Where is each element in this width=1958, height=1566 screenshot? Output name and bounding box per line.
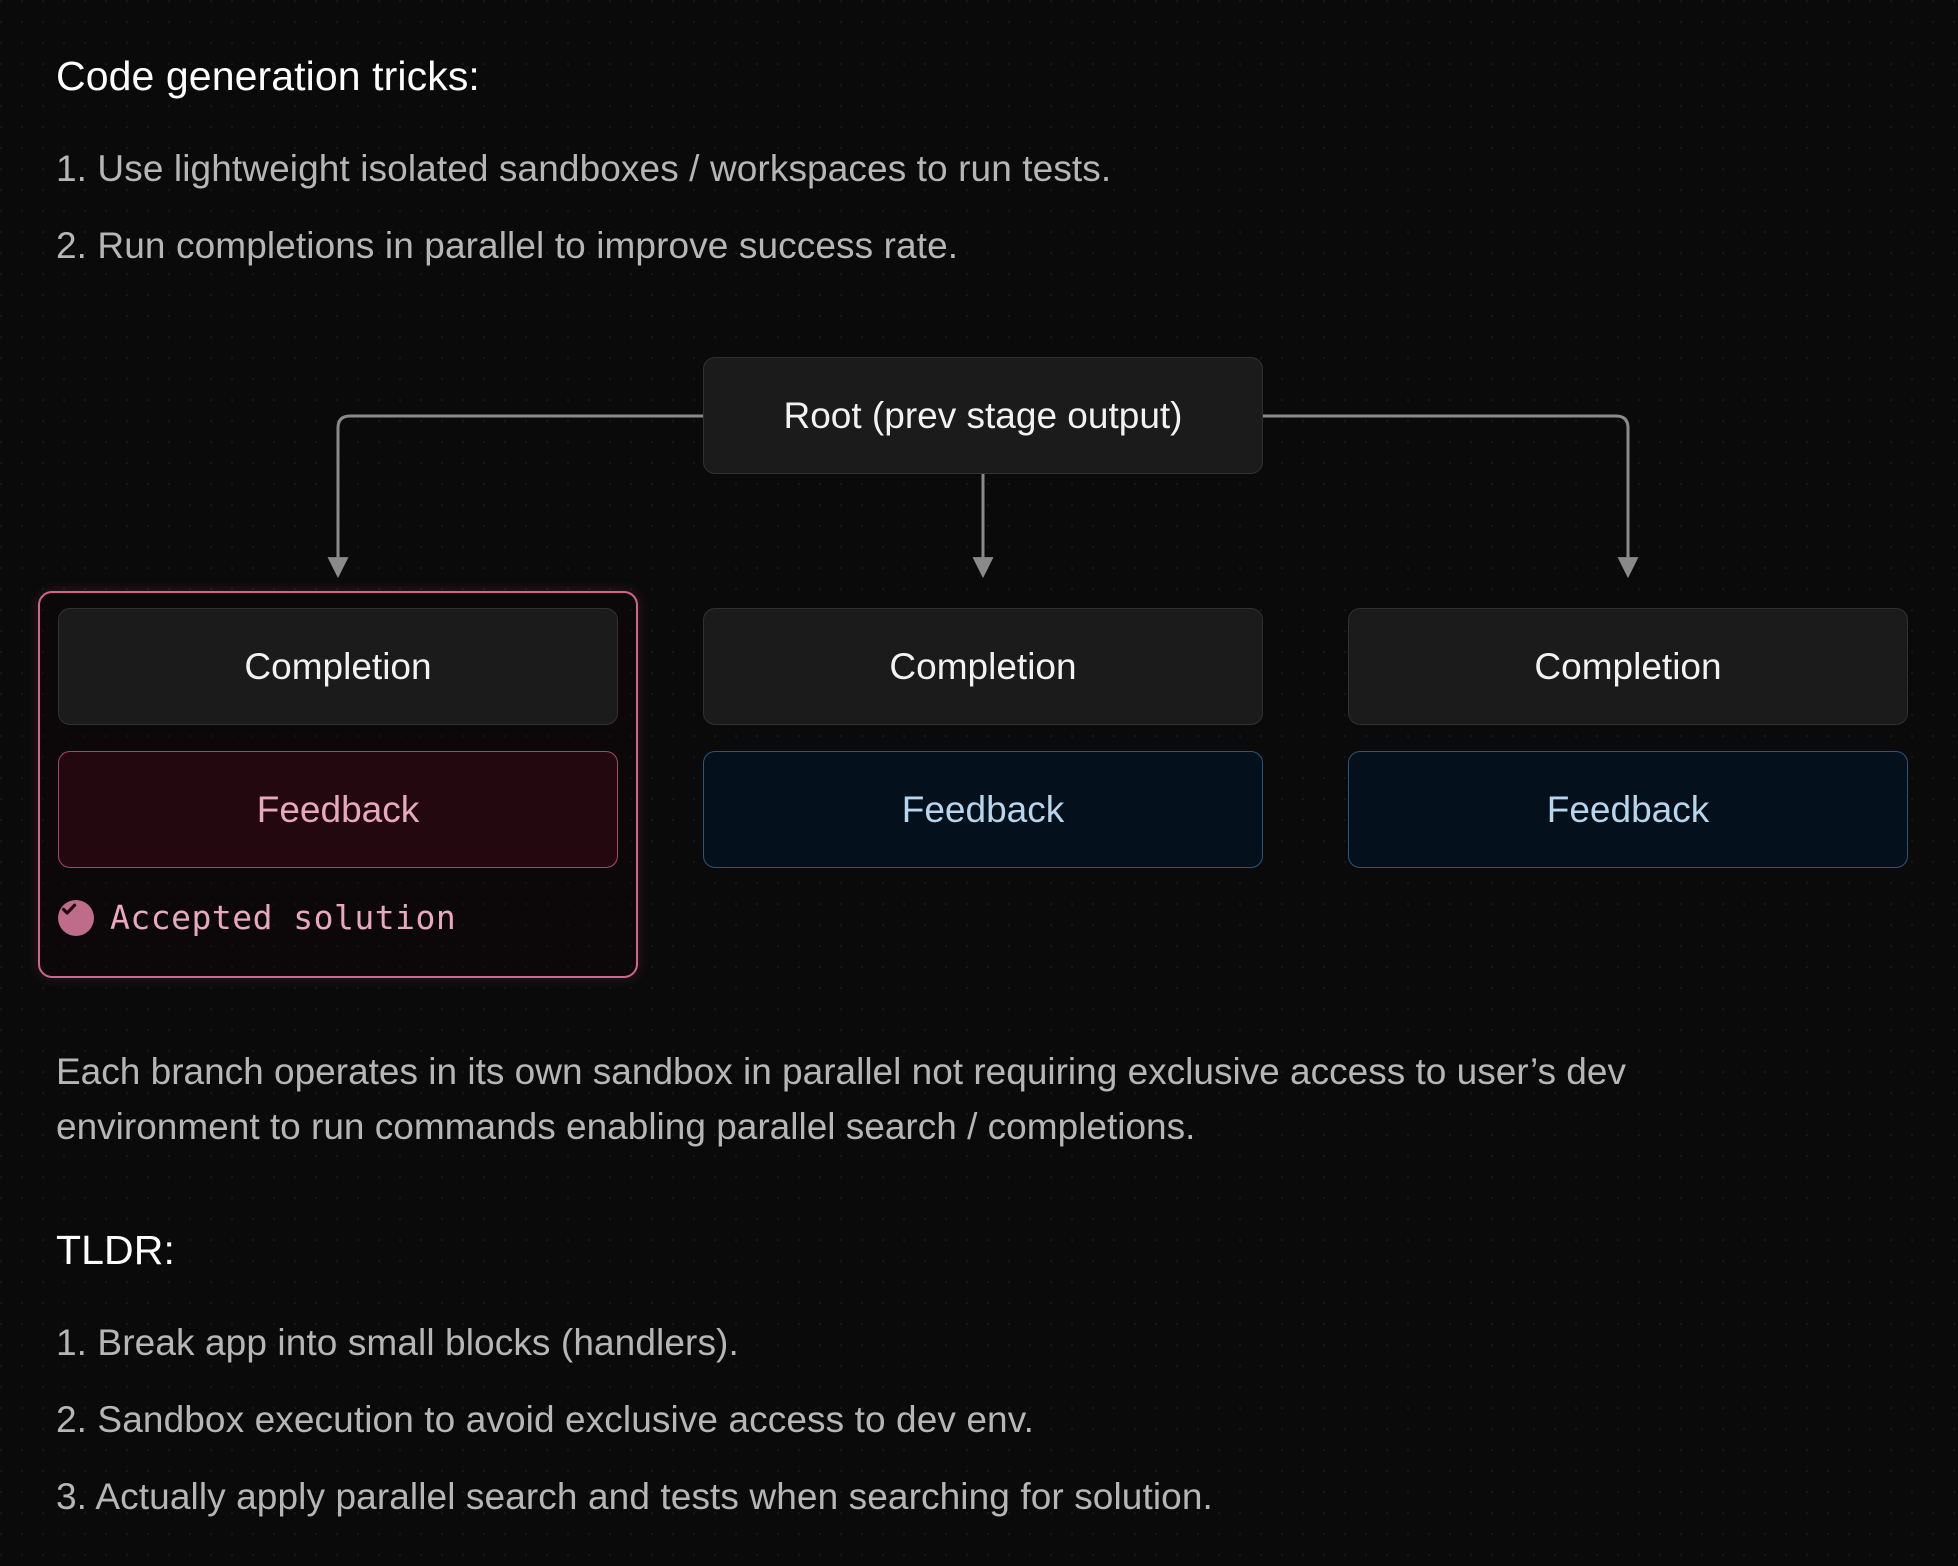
connector-root-to-branch-3 — [1263, 414, 1639, 579]
branch-2: Completion Feedback — [703, 608, 1263, 868]
connector-root-to-branch-1 — [327, 414, 703, 579]
node-feedback-3[interactable]: Feedback — [1348, 751, 1908, 868]
tldr-item-2: 2. Sandbox execution to avoid exclusive … — [56, 1399, 1034, 1440]
node-feedback-1[interactable]: Feedback — [58, 751, 618, 868]
tldr-heading: TLDR: — [56, 1227, 175, 1273]
tldr-item-3: 3. Actually apply parallel search and te… — [56, 1476, 1213, 1517]
node-completion-1[interactable]: Completion — [58, 608, 618, 725]
tldr-item-1: 1. Break app into small blocks (handlers… — [56, 1322, 739, 1363]
tricks-item-2: 2. Run completions in parallel to improv… — [56, 225, 959, 266]
tricks-item-1: 1. Use lightweight isolated sandboxes / … — [56, 148, 1112, 189]
accepted-solution-status: Accepted solution — [58, 898, 456, 937]
check-circle-icon — [58, 899, 94, 936]
node-completion-3[interactable]: Completion — [1348, 608, 1908, 725]
code-generation-tricks-heading: Code generation tricks: — [56, 53, 480, 99]
accepted-solution-label: Accepted solution — [110, 898, 457, 937]
branch-3: Completion Feedback — [1348, 608, 1908, 868]
node-feedback-2[interactable]: Feedback — [703, 751, 1263, 868]
sandbox-caption-paragraph: Each branch operates in its own sandbox … — [56, 1051, 1626, 1147]
accepted-branch-highlight — [38, 591, 638, 978]
node-completion-2[interactable]: Completion — [703, 608, 1263, 725]
branch-1: Completion Feedback — [58, 608, 618, 868]
node-root[interactable]: Root (prev stage output) — [703, 357, 1263, 474]
